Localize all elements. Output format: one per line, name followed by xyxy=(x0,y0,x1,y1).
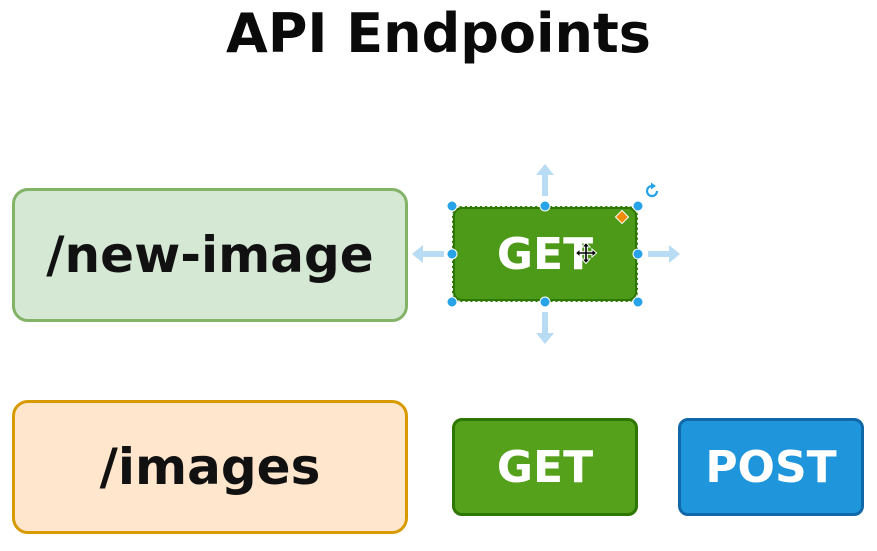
endpoint-images[interactable]: /images xyxy=(12,400,408,534)
connect-arrow-right-icon[interactable] xyxy=(648,244,680,264)
connection-point-icon[interactable] xyxy=(615,210,629,224)
endpoint-new-image[interactable]: /new-image xyxy=(12,188,408,322)
resize-handle-top[interactable] xyxy=(539,200,551,212)
connect-arrow-left-icon[interactable] xyxy=(412,244,444,264)
connect-arrow-down-icon[interactable] xyxy=(535,312,555,344)
resize-handle-bottom[interactable] xyxy=(539,296,551,308)
endpoint-new-image-label: /new-image xyxy=(46,226,374,284)
endpoint-images-label: /images xyxy=(99,438,321,496)
get-method-images[interactable]: GET xyxy=(452,418,638,516)
post-method-images-label: POST xyxy=(705,441,837,493)
get-method-new-image[interactable]: GET xyxy=(452,206,638,302)
move-cursor-icon xyxy=(575,242,597,264)
resize-handle-left[interactable] xyxy=(446,248,458,260)
resize-handle-right[interactable] xyxy=(632,248,644,260)
connect-arrow-up-icon[interactable] xyxy=(535,164,555,196)
diagram-title: API Endpoints xyxy=(226,2,651,65)
get-method-images-label: GET xyxy=(496,441,594,493)
resize-handle-bottom-right[interactable] xyxy=(632,296,644,308)
post-method-images[interactable]: POST xyxy=(678,418,864,516)
resize-handle-top-left[interactable] xyxy=(446,200,458,212)
resize-handle-top-right[interactable] xyxy=(632,200,644,212)
resize-handle-bottom-left[interactable] xyxy=(446,296,458,308)
rotate-icon[interactable] xyxy=(643,182,661,200)
